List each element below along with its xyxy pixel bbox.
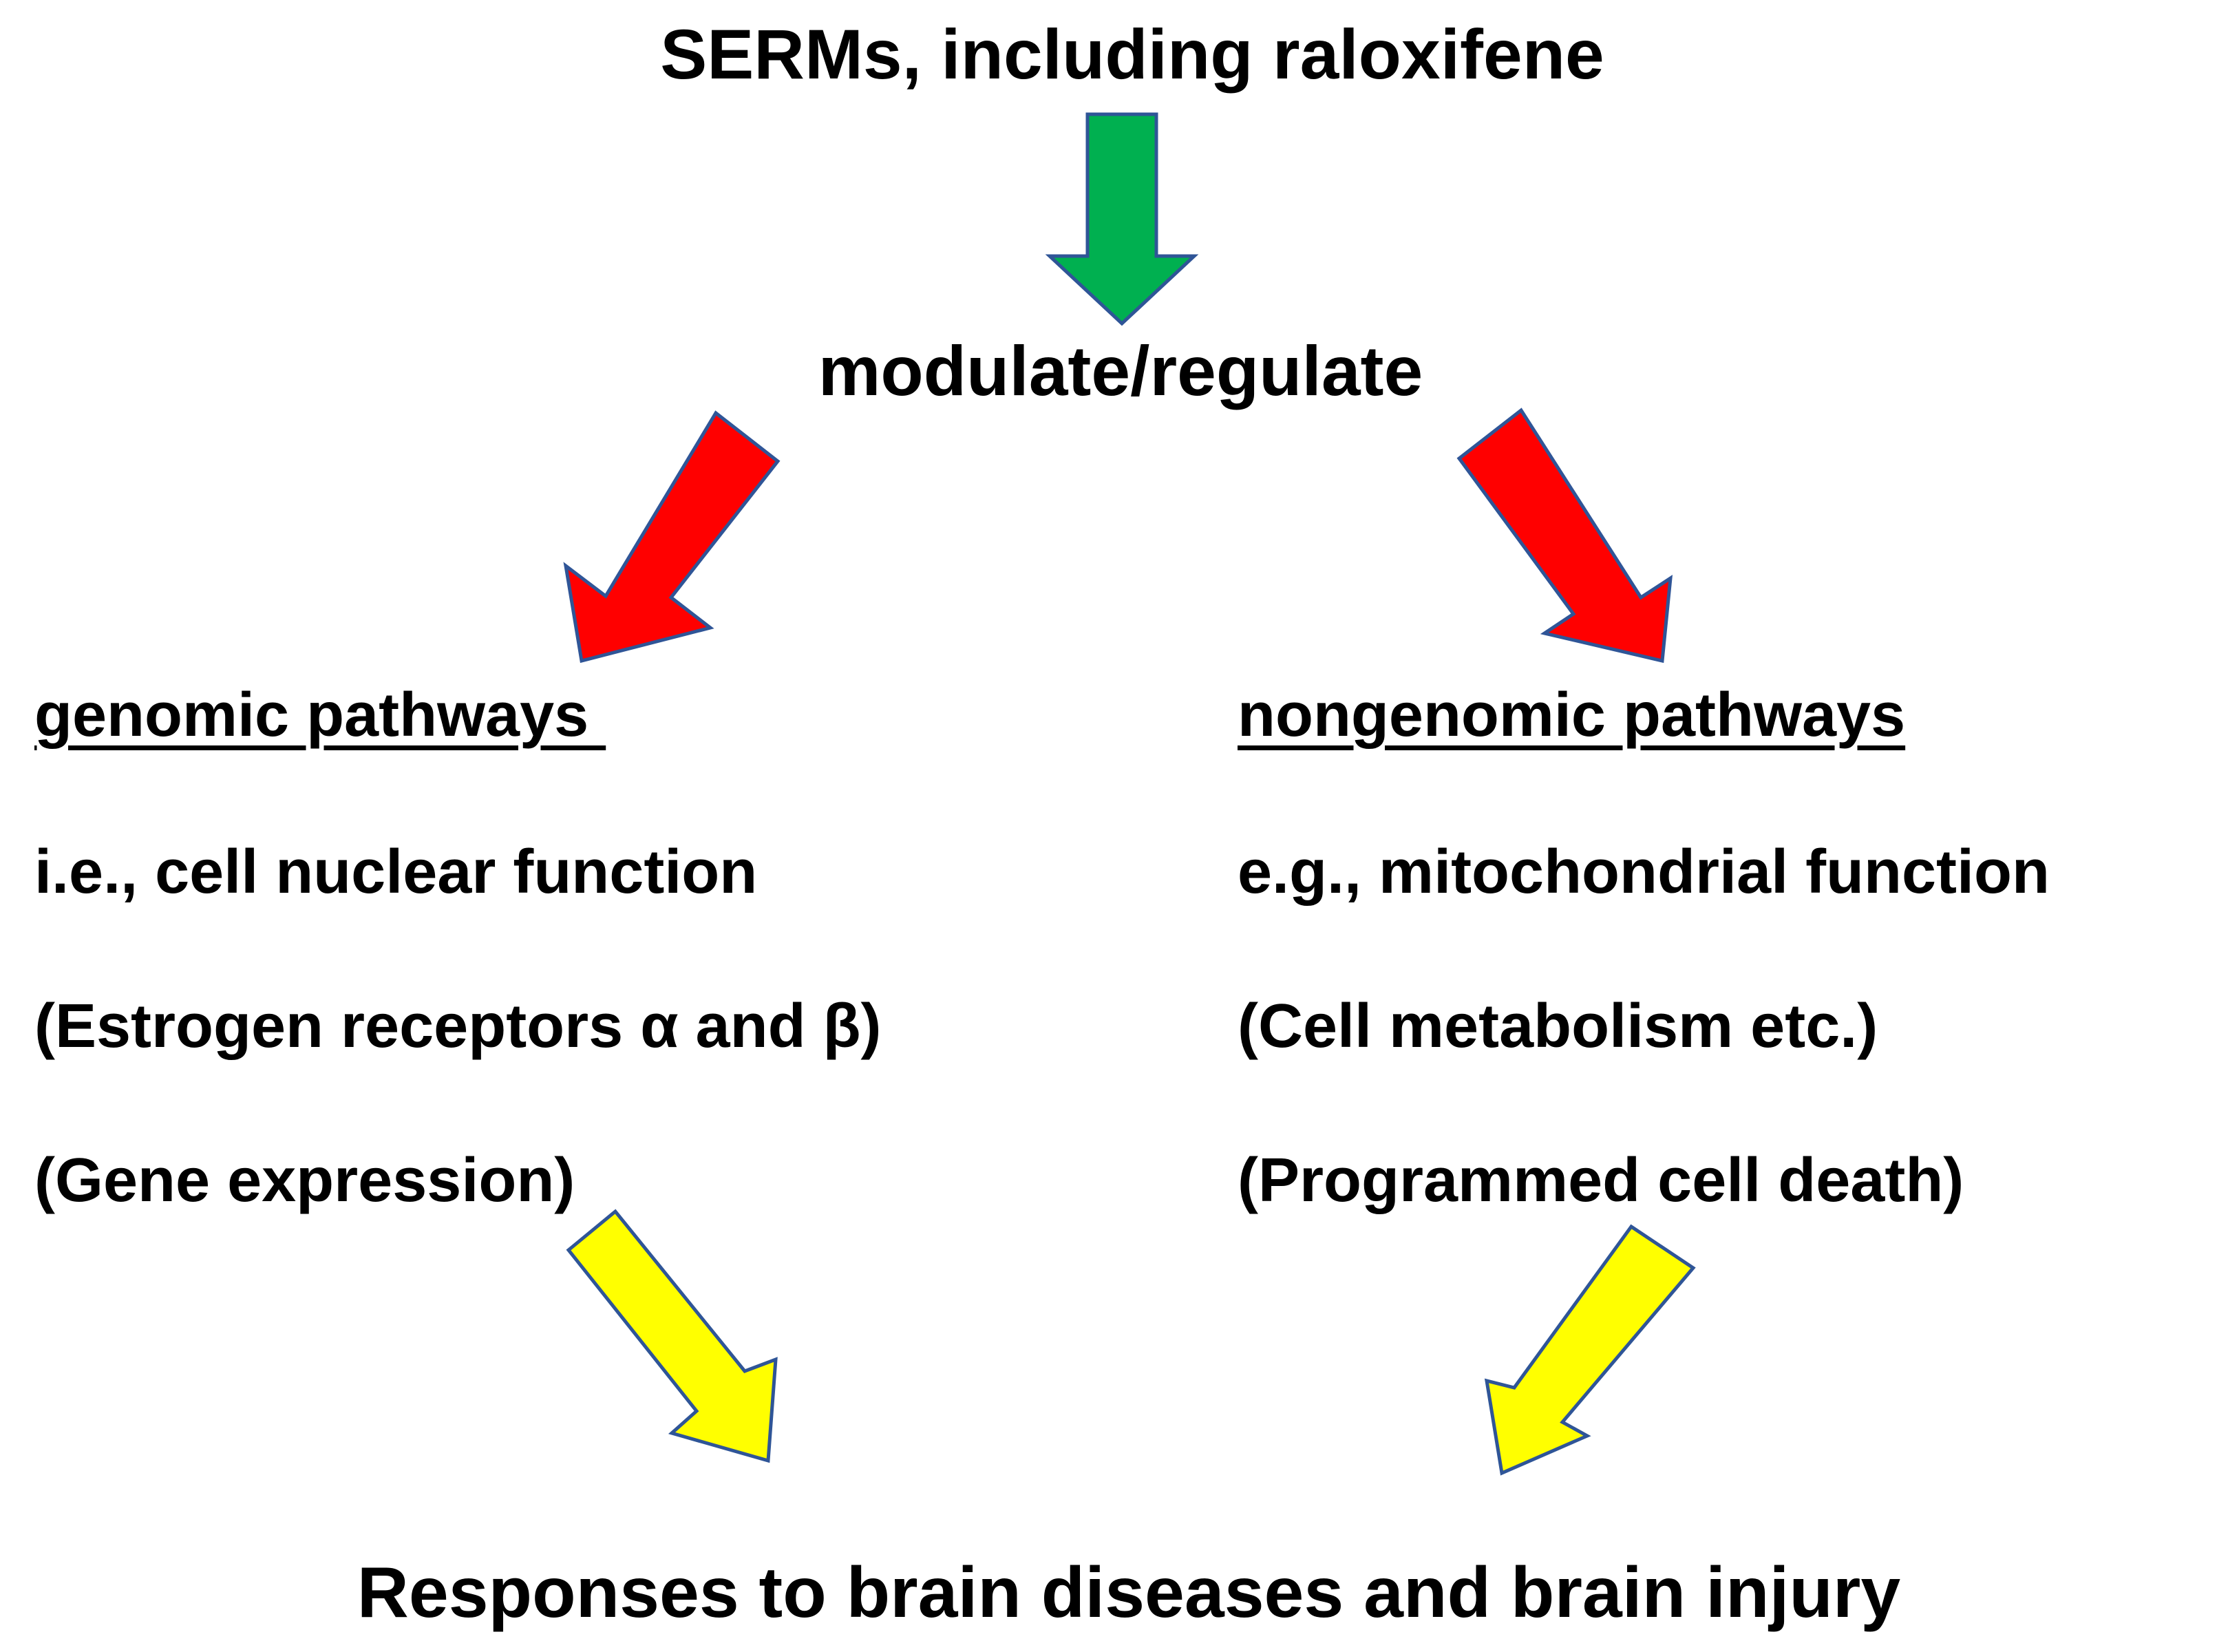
- green-down-arrow: [1045, 112, 1199, 326]
- genomic-line-1: i.e., cell nuclear function: [34, 838, 758, 907]
- red-arrow-down-left: [563, 410, 781, 664]
- yellow-arrow-down-left: [1484, 1224, 1696, 1476]
- nongenomic-pathways-heading: nongenomic pathways: [1238, 681, 1906, 750]
- nongenomic-line-1: e.g., mitochondrial function: [1238, 838, 2050, 907]
- genomic-line-3: (Gene expression): [34, 1146, 575, 1215]
- nongenomic-line-2: (Cell metabolism etc.): [1238, 992, 1878, 1061]
- diagram-title: SERMs, including raloxifene: [660, 15, 1604, 94]
- nongenomic-line-3: (Programmed cell death): [1238, 1146, 1964, 1215]
- genomic-line-2: (Estrogen receptors α and β): [34, 992, 882, 1061]
- outcome-label: Responses to brain diseases and brain in…: [357, 1553, 1901, 1633]
- red-arrow-down-right: [1456, 407, 1673, 664]
- yellow-arrow-down-right: [566, 1209, 778, 1463]
- genomic-pathways-heading: genomic pathways: [34, 681, 606, 750]
- modulate-regulate-label: modulate/regulate: [818, 332, 1423, 410]
